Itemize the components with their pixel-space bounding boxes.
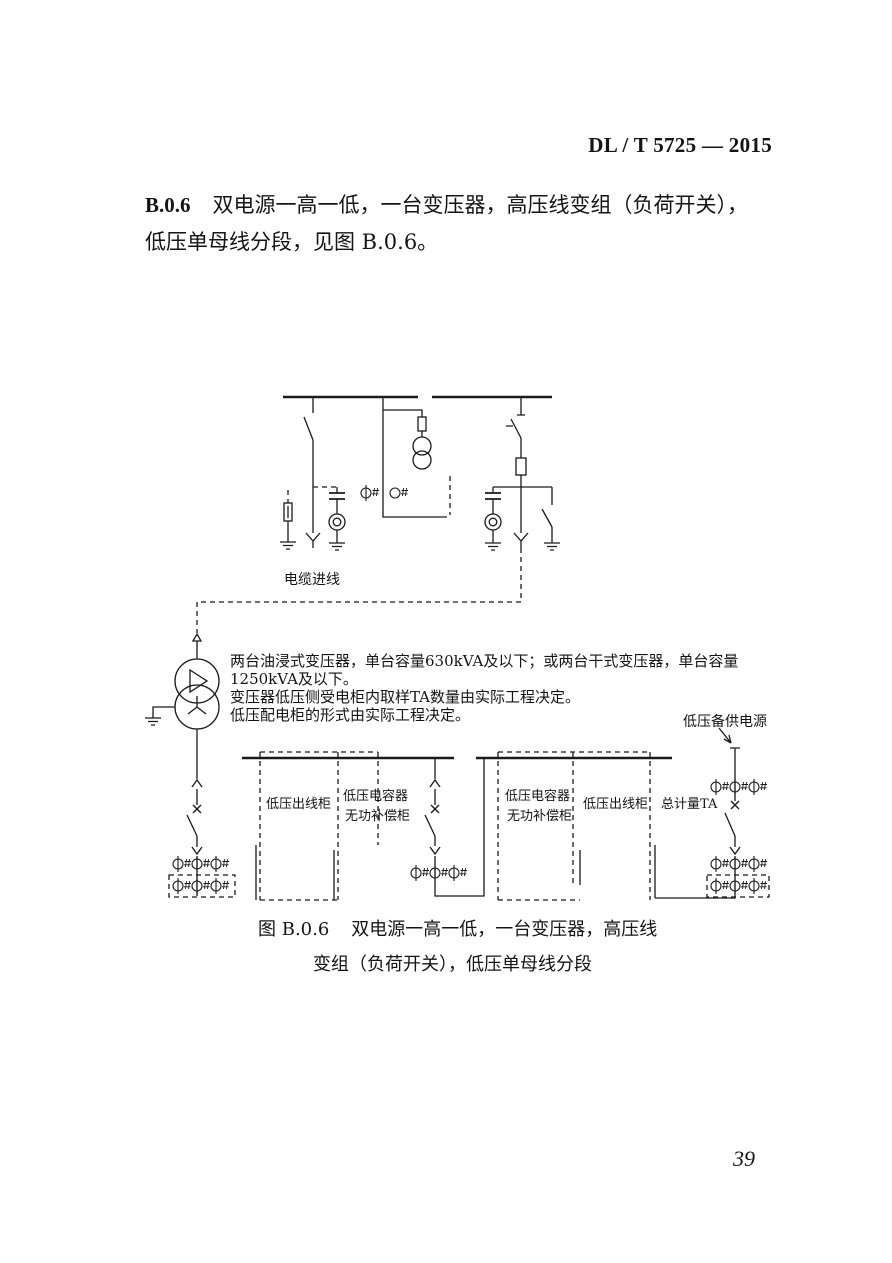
- cable-termination-right-icon: [513, 532, 529, 548]
- drawout-contact-icon: [191, 779, 203, 788]
- current-meter-icon: [360, 484, 380, 502]
- current-transformer-icon: [172, 877, 192, 895]
- note-line-4: 低压配电柜的形式由实际工程决定。: [230, 706, 471, 724]
- clause-text-1: 双电源一高一低，一台变压器，高压线变组（负荷开关），: [212, 193, 749, 217]
- circuit-breaker-icon: [192, 804, 202, 814]
- current-transformer-icon: [191, 855, 211, 873]
- standard-code-header: DL / T 5725 — 2015: [588, 133, 772, 157]
- current-transformer-icon: [748, 778, 768, 796]
- current-transformer-icon: [429, 864, 449, 882]
- neutral-earth-wire: [152, 706, 175, 713]
- voltage-transformer-lower-winding-icon: [412, 450, 432, 470]
- right-cabinet-outgoing-wires: [579, 845, 656, 898]
- clause-line-2: 低压单母线分段，见图 B.0.6。: [145, 230, 439, 254]
- ground-icon: [484, 537, 502, 551]
- note-line-1: 两台油浸式变压器，单台容量630kVA及以下；或两台干式变压器，单台容量: [230, 652, 739, 670]
- ground-icon: [279, 536, 297, 550]
- live-indicator-icon: [484, 513, 502, 531]
- current-transformer-icon: [448, 864, 468, 882]
- breaker-blade: [186, 814, 198, 837]
- pt-cabinet-wire: [382, 397, 447, 518]
- right-cabinet-boundaries: [497, 751, 651, 901]
- current-transformer-icon: [210, 877, 230, 895]
- figure-caption-line-1: 图 B.0.6 双电源一高一低，一台变压器，高压线: [258, 919, 657, 941]
- hv-fuse-icon: [515, 457, 527, 476]
- figure-notes: 两台油浸式变压器，单台容量630kVA及以下；或两台干式变压器，单台容量 125…: [230, 652, 738, 724]
- total-metering-label: 总计量TA: [661, 797, 718, 812]
- current-transformer-icon: [710, 778, 730, 796]
- current-transformer-icon: [729, 877, 749, 895]
- ground-icon: [543, 537, 561, 551]
- current-transformer-icon: [748, 855, 768, 873]
- metering-ct-box: [168, 874, 236, 898]
- current-transformer-icon: [410, 864, 430, 882]
- capacitor-cabinet-right-label-2: 无功补偿柜: [507, 809, 573, 824]
- backup-breaker-blade: [724, 812, 736, 837]
- figure-number: 图 B.0.6: [258, 919, 330, 940]
- drawout-contact-icon: [429, 779, 441, 788]
- cable-termination-left-icon: [305, 532, 321, 548]
- capacitor-cabinet-right-label-1: 低压电容器: [505, 789, 571, 804]
- backup-supply-wire: [655, 747, 740, 899]
- backup-metering-box: [706, 874, 770, 898]
- hv-terminal-triangle-icon: [191, 632, 203, 642]
- backup-supply-arrow-icon: [718, 727, 732, 744]
- current-transformer-icon: [210, 855, 230, 873]
- clause-number: B.0.6: [145, 193, 191, 217]
- drawout-contact-icon: [429, 846, 441, 855]
- left-cabinet-boundaries: [259, 751, 379, 901]
- drawout-contact-icon: [191, 846, 203, 855]
- current-transformer-icon: [710, 877, 730, 895]
- right-feeder-branch-wire: [492, 486, 553, 538]
- backup-supply-label: 低压备供电源: [683, 714, 767, 730]
- earthing-switch-blade: [541, 508, 553, 528]
- delta-symbol-icon: [189, 668, 209, 694]
- pt-fuse-icon: [417, 416, 427, 432]
- drawout-contact-icon: [729, 846, 741, 855]
- lv-outgoing-cabinet-left-label: 低压出线柜: [266, 797, 332, 812]
- current-transformer-icon: [729, 855, 749, 873]
- bus-tie-breaker-blade: [424, 814, 436, 837]
- current-transformer-icon: [710, 855, 730, 873]
- ground-icon: [328, 537, 346, 551]
- cable-incoming-label: 电缆进线: [284, 572, 340, 588]
- load-break-switch-icon: [506, 414, 525, 439]
- live-indicator-icon: [328, 513, 346, 531]
- clause-line-1: B.0.6 双电源一高一低，一台变压器，高压线变组（负荷开关），: [145, 187, 748, 224]
- current-transformer-icon: [172, 855, 192, 873]
- current-transformer-icon: [729, 778, 749, 796]
- voltage-transformer-upper-winding-icon: [412, 436, 432, 456]
- lv-outgoing-cabinet-right-label: 低压出线柜: [583, 797, 649, 812]
- ground-icon: [144, 712, 162, 726]
- voltage-meter-icon: [389, 487, 409, 499]
- figure-caption-text-1: 双电源一高一低，一台变压器，高压线: [351, 919, 658, 940]
- cable-route-dashed: [196, 548, 522, 633]
- note-line-3: 变压器低压侧受电柜内取样TA数量由实际工程决定。: [230, 688, 581, 706]
- capacitor-cabinet-left-label-1: 低压电容器: [343, 789, 409, 804]
- star-symbol-icon: [187, 696, 207, 715]
- bus-tie-breaker-icon: [430, 804, 440, 814]
- current-transformer-icon: [748, 877, 768, 895]
- clause-paragraph: B.0.6 双电源一高一低，一台变压器，高压线变组（负荷开关）， 低压单母线分段，…: [145, 187, 748, 261]
- current-transformer-icon: [191, 877, 211, 895]
- bus-tie-wire: [434, 758, 485, 897]
- disconnector-blade: [303, 416, 314, 441]
- page-number: 39: [733, 1146, 755, 1171]
- capacitor-cabinet-left-label-2: 无功补偿柜: [345, 809, 411, 824]
- backup-breaker-icon: [730, 800, 740, 810]
- note-line-2: 1250kVA及以下。: [230, 670, 358, 688]
- figure-caption-line-2: 变组（负荷开关），低压单母线分段: [313, 954, 592, 975]
- capacitor-divider-icon: [484, 492, 502, 500]
- capacitor-divider-icon: [328, 492, 346, 500]
- left-cabinet-outgoing-wires: [255, 845, 335, 900]
